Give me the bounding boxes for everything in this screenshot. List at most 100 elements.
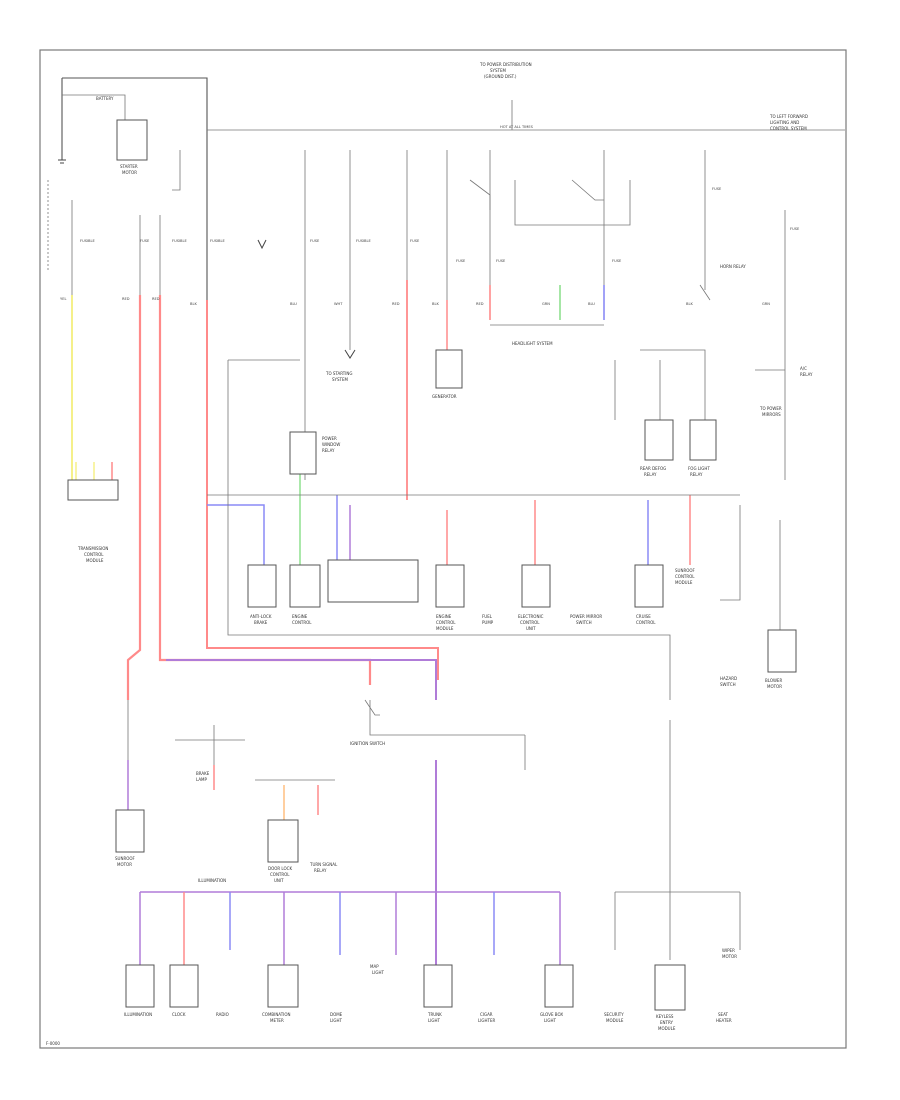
- ecm1-1: ENGINE: [292, 614, 308, 619]
- cigar-2: LIGHTER: [478, 1018, 495, 1023]
- battery-label: BATTERY: [96, 96, 114, 101]
- radio-label: RADIO: [216, 1012, 229, 1017]
- transmission-label-1: TRANSMISSION: [77, 546, 108, 551]
- mirror-2: SWITCH: [576, 620, 592, 625]
- dome-1: DOME: [330, 1012, 343, 1017]
- pw-relay-1: POWER: [322, 436, 337, 441]
- switch-symbols: [364, 179, 711, 716]
- electronic-control-box: [521, 564, 551, 608]
- mirror-1: POWER MIRROR: [570, 614, 602, 619]
- sunroof-box: [115, 809, 145, 853]
- wire-red-trunk-2: [158, 295, 372, 685]
- hazard-2: SWITCH: [720, 682, 736, 687]
- right-note-2: LIGHTING AND: [770, 120, 799, 125]
- ecu-1: ELECTRONIC: [518, 614, 544, 619]
- wire-red-trunk-1: [126, 295, 142, 700]
- sunroof-mod-1: SUNROOF: [675, 568, 696, 573]
- door-lock-3: UNIT: [274, 878, 284, 883]
- transmission-box: [67, 479, 119, 501]
- fuse-label-4: FUSIBLE: [210, 239, 226, 243]
- to-starting-2: SYSTEM: [332, 377, 348, 382]
- turn-1: TURN SIGNAL: [309, 862, 338, 867]
- illumination-label: ILLUMINATION: [198, 878, 226, 883]
- fuse-label-3: FUSIBLE: [172, 239, 188, 243]
- fuse-label-1: FUSIBLE: [80, 239, 96, 243]
- glove-2: LIGHT: [544, 1018, 557, 1023]
- transmission-label-3: MODULE: [86, 558, 104, 563]
- fuse-label-5: FUSE: [310, 239, 320, 243]
- fuse-label-2: FUSE: [140, 239, 150, 243]
- power-window-relay-box: [289, 431, 317, 475]
- abs-1: ANTI-LOCK: [250, 614, 272, 619]
- starter-label-2: MOTOR: [122, 170, 137, 175]
- keyless-1: KEYLESS: [656, 1014, 674, 1019]
- abs-2: BRAKE: [254, 620, 268, 625]
- component-boxes: [67, 119, 797, 1011]
- anti-lock-box: [247, 564, 277, 608]
- sunroof-mod-2: CONTROL: [675, 574, 695, 579]
- combination-meter-box: [267, 964, 299, 1008]
- seat-1: SEAT: [718, 1012, 728, 1017]
- generator-box: [435, 349, 463, 389]
- ac-relay-1: A/C: [800, 366, 807, 371]
- hazard-1: HAZARD: [720, 676, 737, 681]
- ac-relay-2: RELAY: [800, 372, 813, 377]
- wire-red-trunk-3: [206, 300, 439, 680]
- top-note-1: TO POWER DISTRIBUTION: [479, 62, 532, 67]
- wire-code-6: WHT: [334, 302, 343, 306]
- clock-box: [169, 964, 199, 1008]
- fuse-label-8: FUSE: [456, 259, 466, 263]
- wire-purple-trunk: [166, 659, 437, 700]
- wire-code-8: BLK: [432, 302, 439, 306]
- map-2: LIGHT: [372, 970, 385, 975]
- pw-relay-3: RELAY: [322, 448, 335, 453]
- wire-code-3: RED: [152, 297, 160, 301]
- fuse-label-6: FUSIBLE: [356, 239, 372, 243]
- engine-control-1-box: [289, 564, 321, 608]
- ecm1-2: CONTROL: [292, 620, 312, 625]
- wire-code-10: GRN: [542, 302, 550, 306]
- illum-bottom-1: ILLUMINATION: [124, 1012, 152, 1017]
- comb-2: METER: [270, 1018, 284, 1023]
- fuse-label-10: FUSE: [612, 259, 622, 263]
- glove-box-box: [544, 964, 574, 1008]
- door-lock-1: DOOR LOCK: [268, 866, 292, 871]
- glove-1: GLOVE BOX: [540, 1012, 563, 1017]
- brake-2: LAMP: [196, 777, 208, 782]
- comb-1: COMBINATION: [262, 1012, 291, 1017]
- ecu-2: CONTROL: [520, 620, 540, 625]
- fuel-pump-2: PUMP: [482, 620, 494, 625]
- keyless-box: [654, 964, 686, 1011]
- sunroof-2: MOTOR: [117, 862, 132, 867]
- to-starting-1: TO STARTING: [325, 371, 352, 376]
- trunk-1: TRUNK: [427, 1012, 442, 1017]
- map-1: MAP: [370, 964, 379, 969]
- wire-code-12: BLK: [686, 302, 693, 306]
- top-note-2: SYSTEM: [490, 68, 506, 73]
- fuse-label-9: FUSE: [496, 259, 506, 263]
- wire-color-codes: YEL RED RED BLK BLU WHT RED BLK RED GRN …: [60, 297, 770, 306]
- wire-blue-bus: [207, 504, 265, 565]
- wire-code-2: RED: [122, 297, 130, 301]
- ground-symbols: [58, 159, 356, 359]
- sunroof-1: SUNROOF: [115, 856, 136, 861]
- hot-at-all-times: HOT AT ALL TIMES: [500, 125, 534, 129]
- wire-code-11: BLU: [588, 302, 595, 306]
- wire-code-13: GRN: [762, 302, 770, 306]
- wire-code-4: BLK: [190, 302, 197, 306]
- security-1: SECURITY: [604, 1012, 624, 1017]
- trunk-2: LIGHT: [428, 1018, 441, 1023]
- colored-wires: [71, 280, 691, 980]
- clock-label: CLOCK: [172, 1012, 186, 1017]
- fog-light-box: [689, 419, 717, 461]
- turn-2: RELAY: [314, 868, 327, 873]
- fog-2: RELAY: [690, 472, 703, 477]
- door-lock-box: [267, 819, 299, 863]
- defog-1: REAR DEFOG: [640, 466, 666, 471]
- illumination-box: [125, 964, 155, 1008]
- door-lock-2: CONTROL: [270, 872, 290, 877]
- starter-box: [116, 119, 148, 161]
- cruise-1: CRUISE: [636, 614, 651, 619]
- horn-relay-label: HORN RELAY: [720, 264, 746, 269]
